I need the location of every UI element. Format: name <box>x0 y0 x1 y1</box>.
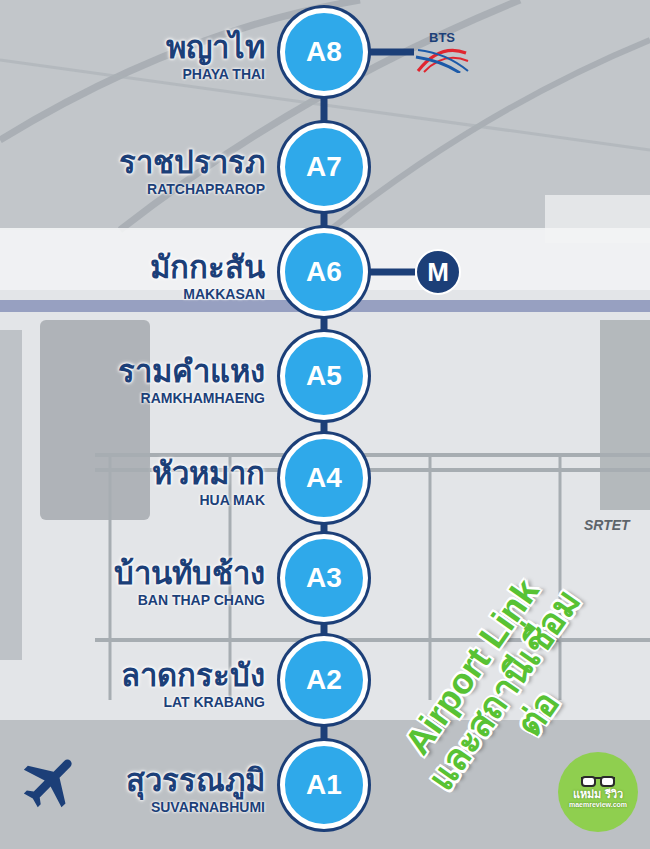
station-circle: ลาดกระบังLAT KRABANGA2 <box>280 636 368 724</box>
station-name-thai: ราชปรารภ <box>119 145 265 181</box>
station-name-english: LAT KRABANG <box>121 694 265 711</box>
station-code: A1 <box>306 771 342 799</box>
station-name-english: MAKKASAN <box>150 286 265 303</box>
bts-logo: BTS <box>414 31 470 73</box>
station-code: A8 <box>306 38 342 66</box>
station-code: A3 <box>306 564 342 592</box>
station-name-block: รามคำแหงRAMKHAMHAENG <box>118 354 265 406</box>
bts-arc-blue <box>416 57 460 73</box>
station-circle: รามคำแหงRAMKHAMHAENGA5 <box>280 332 368 420</box>
station-name-english: HUA MAK <box>152 492 265 509</box>
station-name-thai: รามคำแหง <box>118 354 265 390</box>
roof-rib <box>120 0 520 230</box>
station-name-english: SUVARNABHUMI <box>126 799 265 816</box>
station-name-english: BAN THAP CHANG <box>114 592 265 609</box>
station-name-block: ลาดกระบังLAT KRABANG <box>121 658 265 710</box>
station-name-block: หัวหมากHUA MAK <box>152 456 265 508</box>
station-circle: บ้านทับช้างBAN THAP CHANGA3 <box>280 534 368 622</box>
train-window <box>40 320 150 520</box>
photo-sign-text: SRTET <box>584 518 630 532</box>
station-name-thai: หัวหมาก <box>152 456 265 492</box>
station-code: A5 <box>306 362 342 390</box>
station-name-block: ราชปรารภRATCHAPRAROP <box>119 145 265 197</box>
airplane-shape <box>12 742 89 819</box>
metro-letter: M <box>427 259 449 285</box>
glasses-icon <box>578 774 618 788</box>
station-name-thai: พญาไท <box>166 30 265 66</box>
station-circle: หัวหมากHUA MAKA4 <box>280 434 368 522</box>
track-line <box>368 269 415 276</box>
station-circle: มักกะสันMAKKASANA6 <box>280 228 368 316</box>
station-circle: ราชปรารภRATCHAPRAROPA7 <box>280 123 368 211</box>
bts-text: BTS <box>414 31 470 44</box>
station-circle: พญาไทPHAYA THAIA8 <box>280 8 368 96</box>
station-name-english: RATCHAPRAROP <box>119 181 265 198</box>
track-line <box>321 420 328 434</box>
station-code: A7 <box>306 153 342 181</box>
airplane-icon <box>12 742 89 819</box>
station-name-thai: มักกะสัน <box>150 250 265 286</box>
station-name-thai: ลาดกระบัง <box>121 658 265 694</box>
station-name-thai: สุวรรณภูมิ <box>126 763 265 799</box>
track-line <box>321 316 328 332</box>
station-name-thai: บ้านทับช้าง <box>114 556 265 592</box>
station-name-block: พญาไทPHAYA THAI <box>166 30 265 82</box>
track-line <box>321 96 328 123</box>
train-door <box>0 330 22 660</box>
station-name-block: มักกะสันMAKKASAN <box>150 250 265 302</box>
glasses-lens <box>601 777 614 786</box>
station-name-english: RAMKHAMHAENG <box>118 390 265 407</box>
station-name-block: บ้านทับช้างBAN THAP CHANG <box>114 556 265 608</box>
track-line <box>368 49 414 56</box>
bts-arc-blue <box>418 50 468 71</box>
brand-url: maemreview.com <box>569 801 627 809</box>
station-name-english: PHAYA THAI <box>166 66 265 83</box>
metro-logo: M <box>415 249 461 295</box>
track-line <box>321 622 328 636</box>
brand-badge: แหม่ม รีวิวmaemreview.com <box>558 752 638 832</box>
station-code: A6 <box>306 258 342 286</box>
station-circle: สุวรรณภูมิSUVARNABHUMIA1 <box>280 741 368 829</box>
track-line <box>321 522 328 534</box>
station-code: A2 <box>306 666 342 694</box>
track-line <box>321 211 328 228</box>
glasses-lens <box>582 777 595 786</box>
brand-name: แหม่ม รีวิว <box>573 788 622 801</box>
station-name-block: สุวรรณภูมิSUVARNABHUMI <box>126 763 265 815</box>
station-code: A4 <box>306 464 342 492</box>
train-window <box>600 320 650 510</box>
track-line <box>321 724 328 741</box>
platform <box>0 720 650 849</box>
